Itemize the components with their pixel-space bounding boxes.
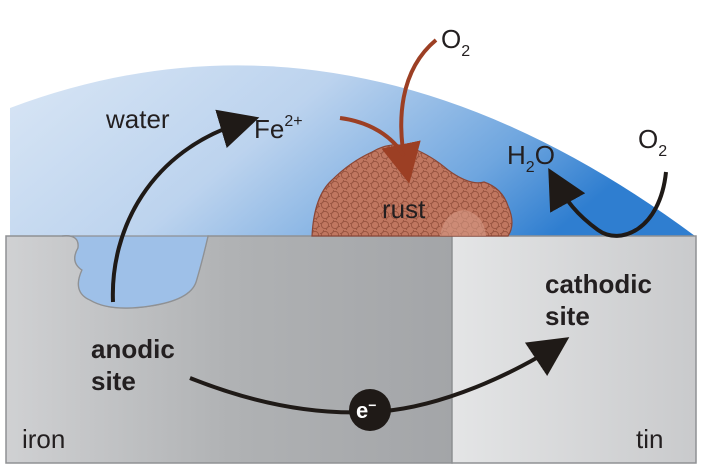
rust-label: rust (382, 194, 426, 224)
h2o-label: H2O (507, 140, 555, 176)
o2-to-h2o-arrow (548, 168, 668, 238)
anodic-site-label-line1: anodic (91, 334, 175, 364)
water-drop (10, 65, 695, 236)
tin-metal (451, 235, 697, 464)
anodic-pit-water (61, 235, 209, 309)
anode-to-fe-arrow (110, 109, 260, 303)
cathodic-site-label-line1: cathodic (545, 269, 652, 299)
cathodic-site-label-line2: site (545, 301, 590, 331)
iron-metal (5, 235, 453, 464)
fe-ion-label: Fe2+ (254, 113, 303, 144)
o2-right-label: O2 (638, 124, 667, 160)
electron-badge (349, 389, 391, 431)
water-label: water (105, 104, 170, 134)
anodic-site-label-line2: site (91, 366, 136, 396)
rust-highlight (440, 210, 486, 236)
fe-to-rust-arrow (339, 116, 406, 158)
o2-top-label: O2 (441, 24, 470, 60)
electron-label: e− (356, 397, 376, 423)
iron-label: iron (22, 424, 65, 454)
tin-label: tin (636, 424, 663, 454)
